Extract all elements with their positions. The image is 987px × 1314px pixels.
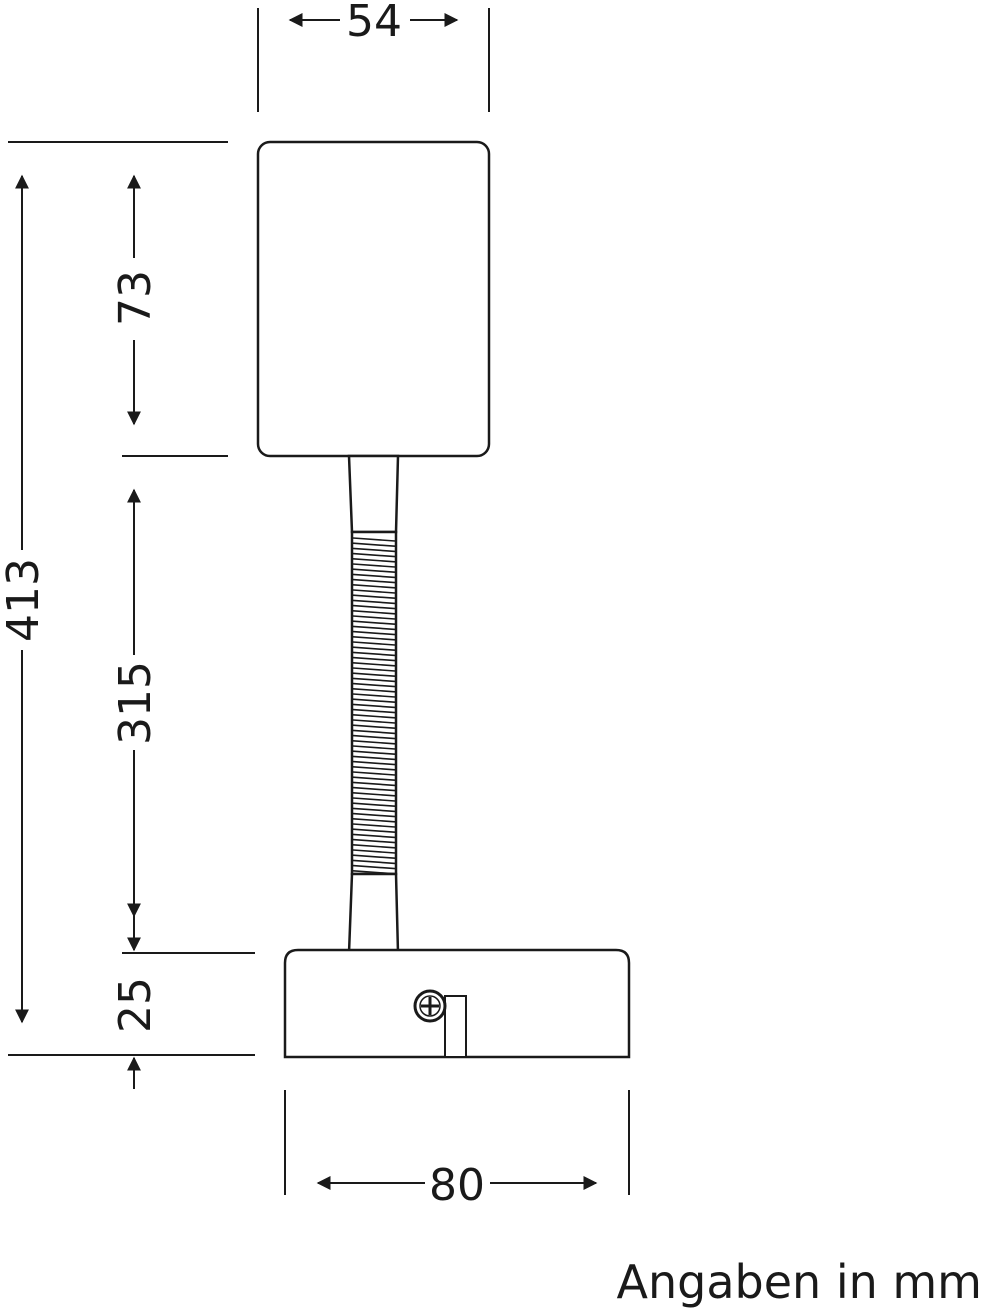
dimension-base-height-label: 25 xyxy=(110,977,161,1033)
dimension-head-width: 54 xyxy=(288,0,459,47)
dimension-head-width-label: 54 xyxy=(346,0,402,47)
dimension-total-height-label: 413 xyxy=(0,558,49,642)
screw-icon xyxy=(413,989,447,1023)
dimension-arm-length: 315 xyxy=(110,488,161,952)
dimension-head-height: 73 xyxy=(110,174,161,426)
base-switch xyxy=(444,995,467,1058)
dimension-head-height-label: 73 xyxy=(110,270,161,326)
lamp-head xyxy=(256,140,491,458)
units-note: Angaben in mm xyxy=(617,1255,982,1309)
dimension-base-width: 80 xyxy=(316,1160,598,1211)
dimension-arm-length-label: 315 xyxy=(110,661,161,745)
extension-lines xyxy=(8,8,630,1195)
gooseneck-arm xyxy=(350,530,398,876)
dimension-base-width-label: 80 xyxy=(429,1160,485,1211)
dimension-total-height: 413 xyxy=(0,174,49,1024)
dimension-base-height: 25 xyxy=(110,977,161,1089)
lower-connector xyxy=(347,872,400,955)
upper-connector xyxy=(347,454,400,534)
